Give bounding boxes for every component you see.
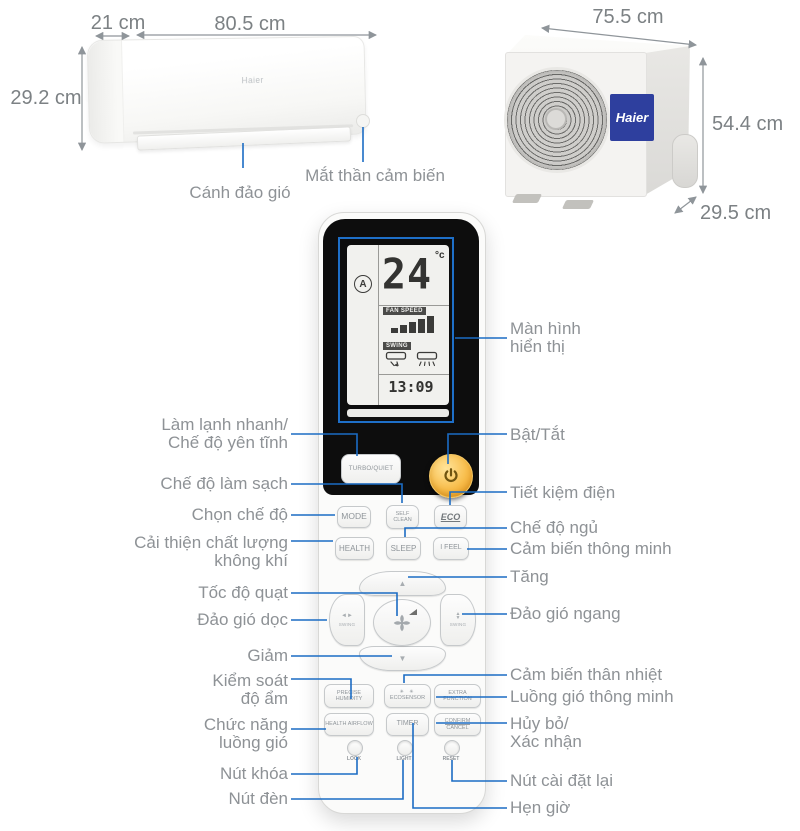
- label-timer: Hẹn giờ: [510, 798, 571, 817]
- label-confirm-cancel: Hủy bỏ/Xác nhận: [510, 714, 582, 751]
- haier-logo-indoor: Haier: [241, 75, 264, 86]
- label-increase: Tăng: [510, 567, 549, 586]
- fan-wedge-icon: [409, 609, 417, 615]
- eco-button: ECO: [434, 505, 467, 529]
- swing-arrows-icon: ◄►: [341, 612, 353, 619]
- label-lock-button: Nút khóa: [219, 764, 288, 783]
- health-button: HEALTH: [335, 537, 374, 560]
- fan-icon: [393, 614, 411, 631]
- mode-button: MODE: [337, 506, 371, 528]
- outdoor-foot: [561, 200, 595, 209]
- confirm-cancel-button: CONFIRM CANCEL: [434, 713, 481, 736]
- haier-logo-outdoor: Haier: [610, 94, 654, 141]
- label-self-clean: Chế độ làm sạch: [160, 474, 288, 493]
- indoor-height-dimension: 29.2 cm: [10, 87, 82, 109]
- label-reset-button: Nút cài đặt lại: [510, 771, 613, 790]
- lock-button: [347, 740, 363, 756]
- outdoor-height-dimension: 54.4 cm: [712, 113, 784, 135]
- timer-button: TIMER: [386, 713, 429, 736]
- swing-status-icons: [385, 351, 440, 367]
- outdoor-fan-grille: [504, 67, 610, 173]
- remote-display: A 24 °c FAN SPEED SWING 13:09: [347, 245, 449, 405]
- reset-button-label: RESET: [442, 756, 460, 762]
- horizontal-swing-icon: [416, 351, 438, 367]
- swing-arrows-icon: ▲▼: [455, 611, 461, 622]
- outdoor-width-dimension: 75.5 cm: [592, 6, 664, 28]
- light-button-label: LIGHT: [396, 756, 412, 762]
- label-sleep: Chế độ ngủ: [510, 518, 598, 537]
- label-body-sensor: Cảm biến thân nhiệt: [510, 665, 663, 684]
- precise-humidity-button: PRECISE HUMIDITY: [324, 684, 374, 708]
- power-icon: [444, 468, 458, 483]
- remote-control: A 24 °c FAN SPEED SWING 13:09: [318, 212, 486, 814]
- label-turbo-quiet: Làm lạnh nhanh/Chế độ yên tĩnh: [161, 415, 288, 452]
- clock-readout: 13:09: [388, 378, 434, 396]
- label-vertical-swing: Đảo gió dọc: [197, 610, 288, 629]
- label-eco: Tiết kiệm điện: [510, 483, 616, 502]
- label-light-button: Nút đèn: [228, 789, 288, 808]
- temperature-unit: °c: [435, 250, 445, 261]
- indoor-unit-sensor-eye: [356, 114, 370, 128]
- i-feel-button: I FEEL: [433, 537, 469, 560]
- up-button: ▲: [359, 571, 446, 596]
- lock-button-label: LOCK: [346, 756, 362, 762]
- indoor-width-dimension: 80.5 cm: [214, 13, 286, 35]
- power-button: [429, 454, 473, 498]
- reset-button: [444, 740, 460, 756]
- label-decrease: Giảm: [247, 646, 288, 665]
- label-power: Bật/Tắt: [510, 425, 565, 444]
- label-smart-sensor: Cảm biến thông minh: [510, 539, 672, 558]
- display-highlight-box: [338, 237, 454, 423]
- health-airflow-button: HEALTH AIRFLOW: [324, 713, 374, 736]
- down-button: ▼: [359, 646, 446, 671]
- label-smart-airflow: Luồng gió thông minh: [510, 687, 674, 706]
- label-horizontal-swing: Đảo gió ngang: [510, 604, 621, 623]
- vertical-swing-button: ◄► SWING: [329, 594, 365, 646]
- swing-label: SWING: [383, 342, 411, 350]
- label-fan-speed: Tốc độ quạt: [198, 583, 288, 602]
- fan-speed-label: FAN SPEED: [383, 307, 426, 315]
- auto-mode-icon: A: [354, 275, 372, 293]
- sleep-button: SLEEP: [386, 537, 421, 560]
- horizontal-swing-button: ▲▼ SWING: [440, 594, 476, 646]
- display-divider: [378, 374, 449, 375]
- ecosensor-button: ✳ ✳ ECOSENSOR: [384, 684, 431, 708]
- label-swing-blade: Cánh đảo gió: [189, 183, 291, 202]
- display-divider: [378, 305, 449, 306]
- label-mode: Chọn chế độ: [191, 505, 288, 524]
- display-bottom-strip: [347, 409, 449, 417]
- outdoor-valve-cover: [672, 134, 698, 188]
- up-arrow-icon: ▲: [398, 578, 407, 588]
- fan-speed-button: [373, 599, 431, 646]
- light-button: [397, 740, 413, 756]
- ecosensor-icon: ✳ ✳: [399, 689, 416, 696]
- outdoor-depth-dimension: 29.5 cm: [700, 202, 772, 224]
- extra-function-button: EXTRA FUNCTION: [434, 684, 481, 708]
- vertical-swing-icon: [385, 351, 407, 367]
- label-sensor: Mắt thần cảm biến: [305, 166, 445, 185]
- display-divider: [378, 245, 379, 405]
- indoor-unit-end-cap: [87, 40, 125, 143]
- indoor-depth-dimension: 21 cm: [90, 12, 146, 34]
- self-clean-button: SELF CLEAN: [386, 505, 419, 529]
- outdoor-foot: [511, 194, 543, 203]
- down-arrow-icon: ▼: [398, 653, 407, 663]
- fan-speed-bars-icon: [391, 315, 437, 333]
- outdoor-fan-hub: [545, 108, 567, 130]
- outdoor-unit: Haier: [502, 30, 698, 220]
- temperature-readout: 24: [381, 251, 433, 299]
- turbo-quiet-button: TURBO/QUIET: [341, 454, 401, 484]
